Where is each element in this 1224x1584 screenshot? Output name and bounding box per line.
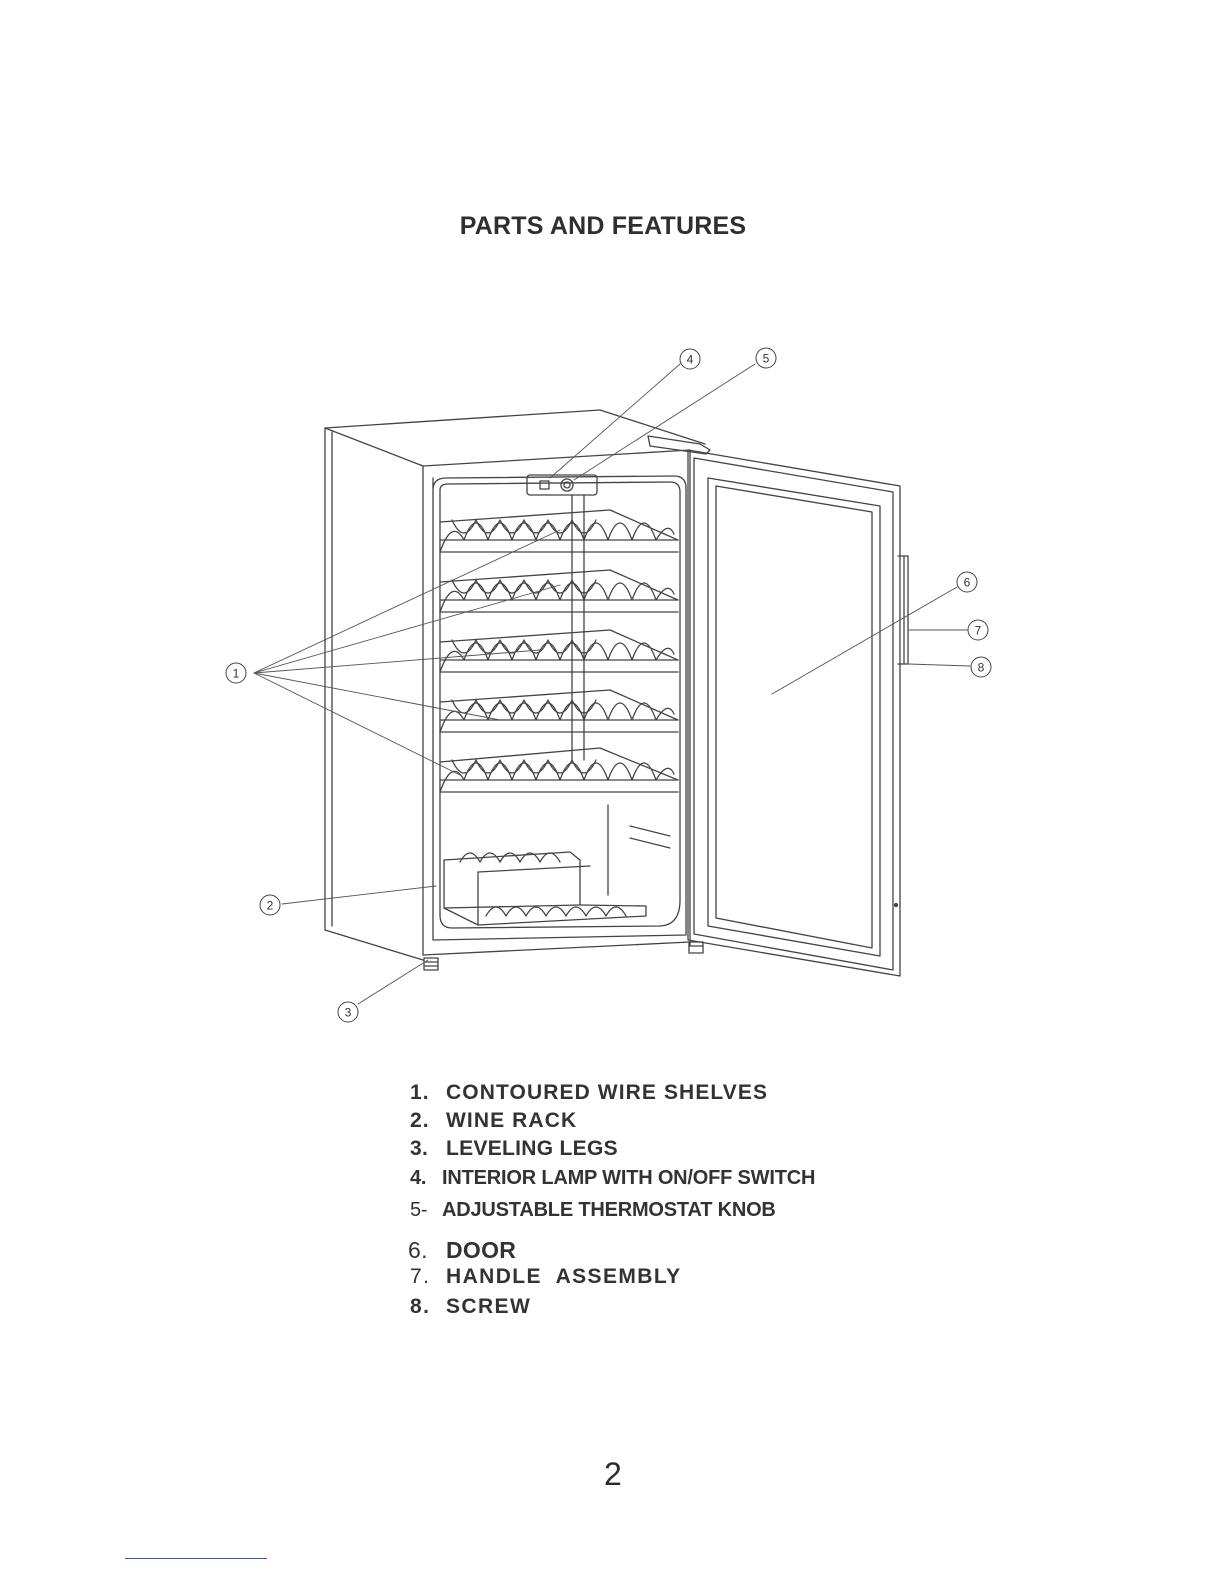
callout-7: 7 — [968, 620, 988, 640]
legend-label: LEVELING LEGS — [446, 1137, 618, 1161]
wire-shelves — [440, 510, 678, 792]
callout-5: 5 — [756, 348, 776, 368]
legend-label: DOOR — [446, 1237, 516, 1264]
legend-label: CONTOURED WIRE SHELVES — [446, 1081, 768, 1105]
svg-text:5: 5 — [763, 352, 770, 366]
legend-number: 8. — [410, 1295, 430, 1319]
svg-text:3: 3 — [345, 1006, 352, 1020]
legend-number: 4. — [410, 1167, 426, 1190]
legend-label: SCREW — [446, 1295, 531, 1319]
legend-number: 5- — [410, 1199, 427, 1222]
callout-8: 8 — [971, 657, 991, 677]
legend-number: 6. — [408, 1237, 428, 1264]
callouts: 1 2 3 4 5 6 7 8 — [226, 348, 991, 1022]
svg-text:6: 6 — [964, 576, 971, 590]
legend-label: ADJUSTABLE THERMOSTAT KNOB — [442, 1199, 776, 1222]
svg-text:4: 4 — [687, 353, 694, 367]
legend-label: INTERIOR LAMP WITH ON/OFF SWITCH — [442, 1167, 815, 1190]
page-number: 2 — [604, 1456, 622, 1493]
svg-text:2: 2 — [267, 899, 274, 913]
svg-text:1: 1 — [233, 667, 240, 681]
footer-link-underline[interactable] — [125, 1558, 267, 1559]
door — [688, 450, 900, 976]
handle-assembly — [895, 556, 909, 907]
cabinet-body — [325, 410, 710, 960]
leveling-legs — [424, 942, 703, 970]
legend-number: 2. — [410, 1109, 430, 1133]
callout-2: 2 — [260, 895, 280, 915]
legend-label: WINE RACK — [446, 1109, 577, 1133]
callout-1: 1 — [226, 663, 246, 683]
wine-rack — [444, 852, 646, 925]
svg-text:7: 7 — [975, 624, 982, 638]
legend-number: 1. — [410, 1081, 430, 1105]
svg-text:8: 8 — [978, 661, 985, 675]
callout-6: 6 — [957, 572, 977, 592]
callout-4: 4 — [680, 349, 700, 369]
legend-number: 7. — [410, 1265, 430, 1289]
legend-number: 3. — [410, 1137, 428, 1161]
callout-3: 3 — [338, 1002, 358, 1022]
legend-label: HANDLE ASSEMBLY — [446, 1265, 682, 1289]
